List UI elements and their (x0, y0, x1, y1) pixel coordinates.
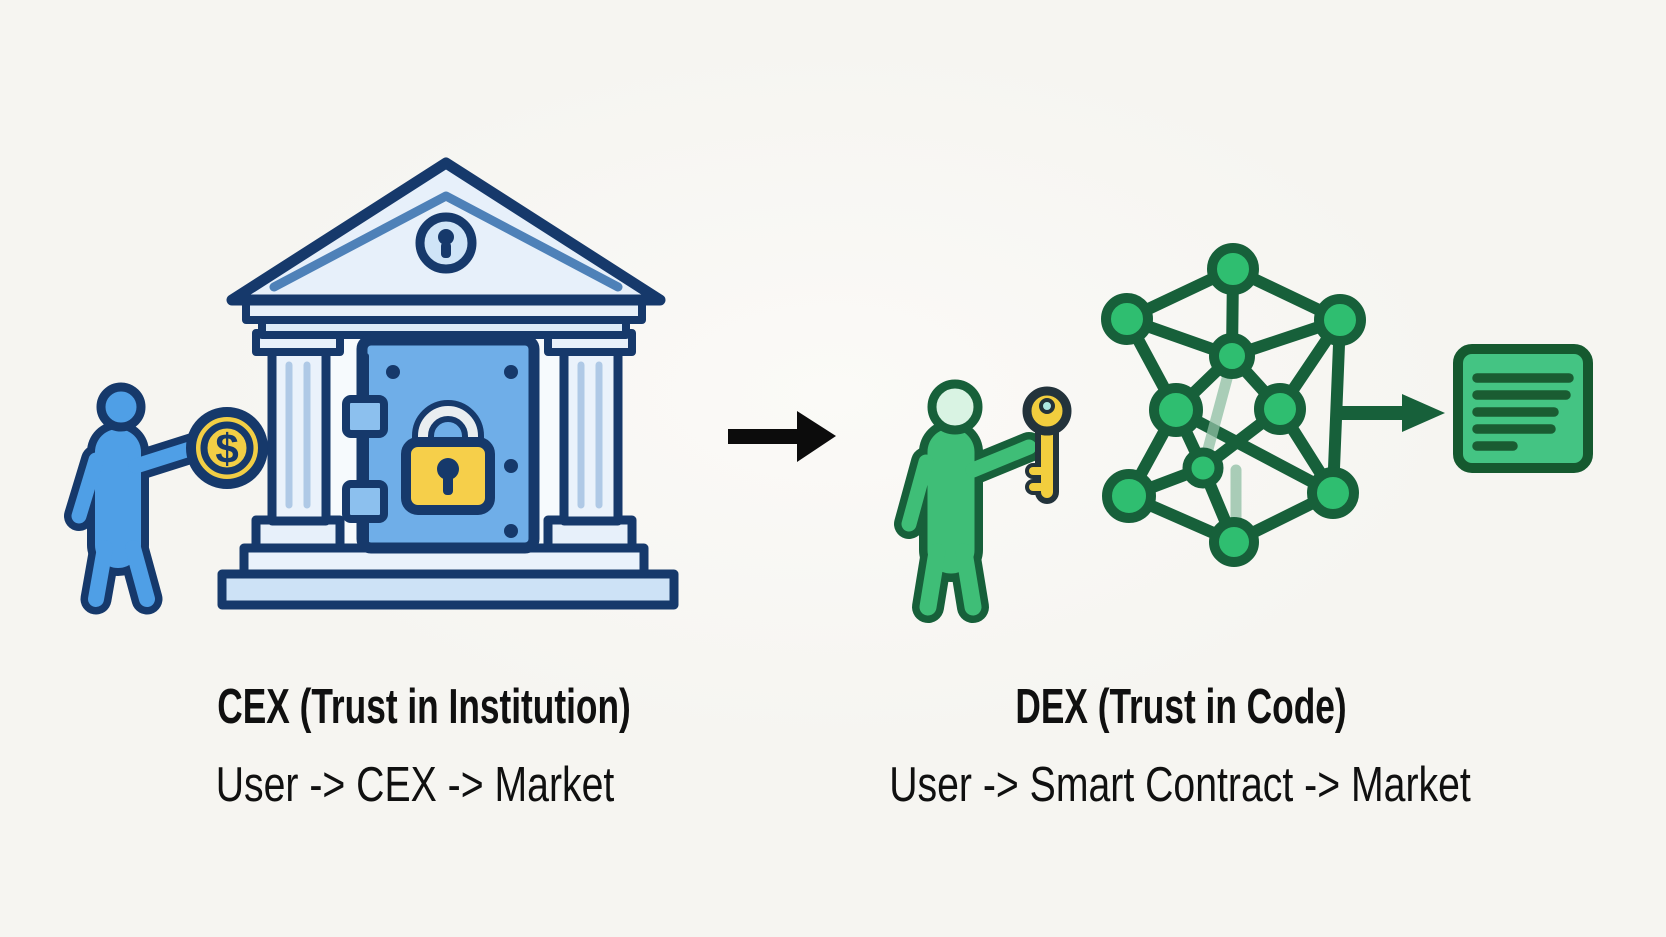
blue-user-body (71, 429, 204, 607)
padlock-icon (401, 400, 495, 515)
ledger-icon (1453, 344, 1593, 473)
green-user-head (927, 379, 983, 435)
bank-column-right (543, 329, 637, 553)
ledger-text-lines (1472, 373, 1574, 451)
transition-arrow-icon (728, 411, 836, 462)
output-arrow-icon (1341, 394, 1445, 432)
bank-pediment (226, 157, 666, 306)
dollar-coin-icon: $ (186, 407, 268, 489)
dex-flow-label: User -> Smart Contract -> Market (889, 758, 1471, 812)
cex-flow-label: User -> CEX -> Market (215, 758, 615, 812)
network-nodes (1101, 243, 1366, 567)
bank-column-left (251, 329, 345, 553)
user-figure-icon (64, 382, 211, 615)
user-figure-icon (894, 379, 1044, 623)
bank-steps (217, 543, 679, 610)
blue-user-head (96, 382, 146, 432)
coin-dollar-symbol: $ (215, 425, 238, 472)
cex-heading: CEX (Trust in Institution) (217, 680, 631, 734)
keyhole-emblem-icon (415, 212, 477, 274)
bank-vault-icon (217, 157, 679, 610)
key-icon (1022, 386, 1072, 504)
dex-heading: DEX (Trust in Code) (1015, 680, 1347, 734)
network-icon (1101, 243, 1366, 567)
green-user-body (901, 428, 1037, 616)
